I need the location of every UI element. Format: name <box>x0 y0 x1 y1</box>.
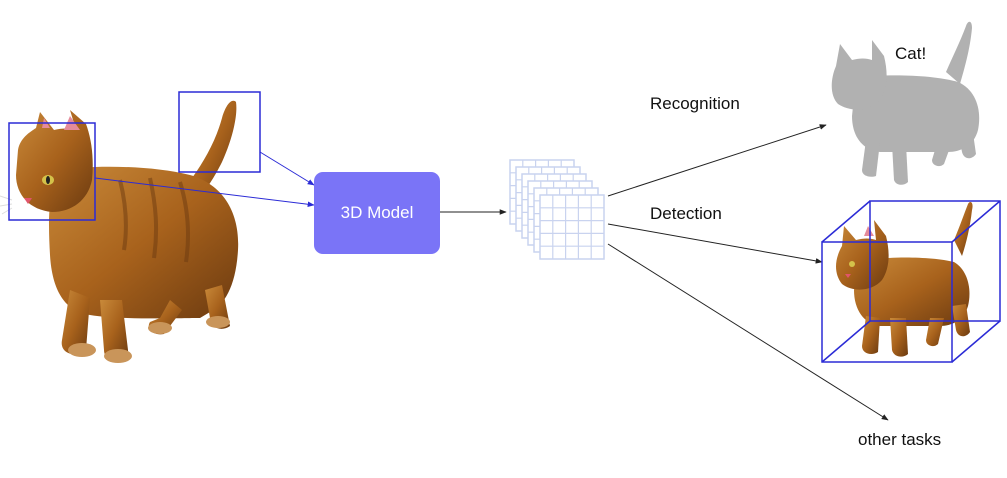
3d-model-box: 3D Model <box>314 172 440 254</box>
detection-label: Detection <box>650 204 722 223</box>
feature-map-layer <box>539 194 605 260</box>
other-tasks-arrow <box>607 243 889 421</box>
3d-bounding-box <box>821 200 1001 363</box>
feature-maps-icon <box>509 159 605 260</box>
input-cat-image <box>0 100 239 363</box>
detection-arrow <box>607 223 823 264</box>
head-crop-box <box>8 122 96 221</box>
other-tasks-label: other tasks <box>858 430 942 449</box>
recognition-arrow <box>607 124 827 197</box>
tail-crop-box <box>178 91 261 173</box>
head-to-model-arrow <box>94 177 315 208</box>
recognition-label: Recognition <box>650 94 740 113</box>
recognized-class-text: Cat! <box>895 44 927 63</box>
detected-cat-image <box>836 202 973 357</box>
tail-to-model-arrow <box>259 151 315 186</box>
recognized-cat-image <box>831 21 980 185</box>
